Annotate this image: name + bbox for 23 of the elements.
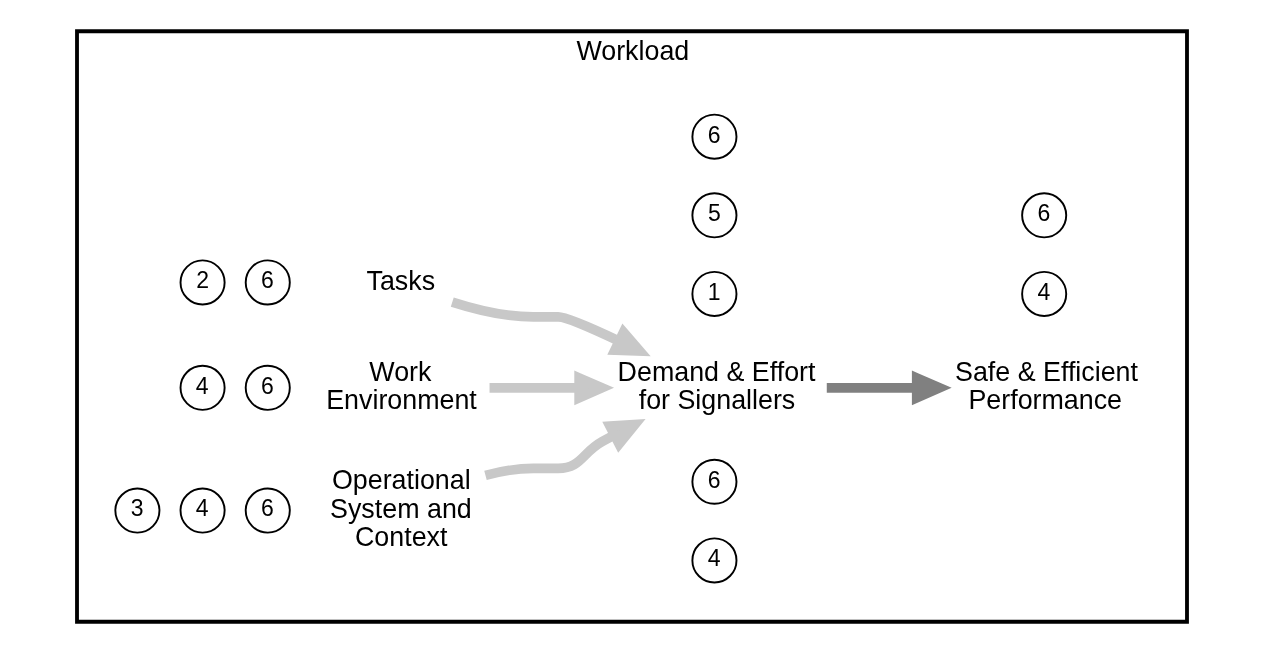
node-circle: 2	[179, 259, 226, 306]
arrow	[450, 297, 651, 357]
node-text: Demand & Effort for Signallers	[617, 356, 815, 416]
node-circle: 3	[113, 487, 160, 534]
node-text: Tasks	[365, 265, 435, 296]
node-text: Operational System and Context	[329, 464, 472, 553]
arrow	[489, 370, 614, 406]
node-circle: 4	[690, 537, 737, 584]
node-circle: 6	[244, 364, 291, 411]
node-circle: 4	[179, 364, 226, 411]
node-text: Work Environment	[325, 356, 477, 416]
arrow	[826, 370, 952, 406]
node-text: Safe & Efficient Performance	[954, 356, 1138, 416]
node-circle: 6	[1020, 192, 1067, 239]
node-circle: 6	[244, 487, 291, 534]
node-circle: 4	[1020, 270, 1067, 317]
node-circle: 1	[690, 270, 737, 317]
node-circle: 4	[179, 487, 226, 534]
node-circle: 5	[690, 192, 737, 239]
arrow	[483, 419, 646, 480]
node-circle: 6	[244, 259, 291, 306]
node-circle: 6	[690, 113, 737, 160]
node-circle: 6	[690, 458, 737, 505]
